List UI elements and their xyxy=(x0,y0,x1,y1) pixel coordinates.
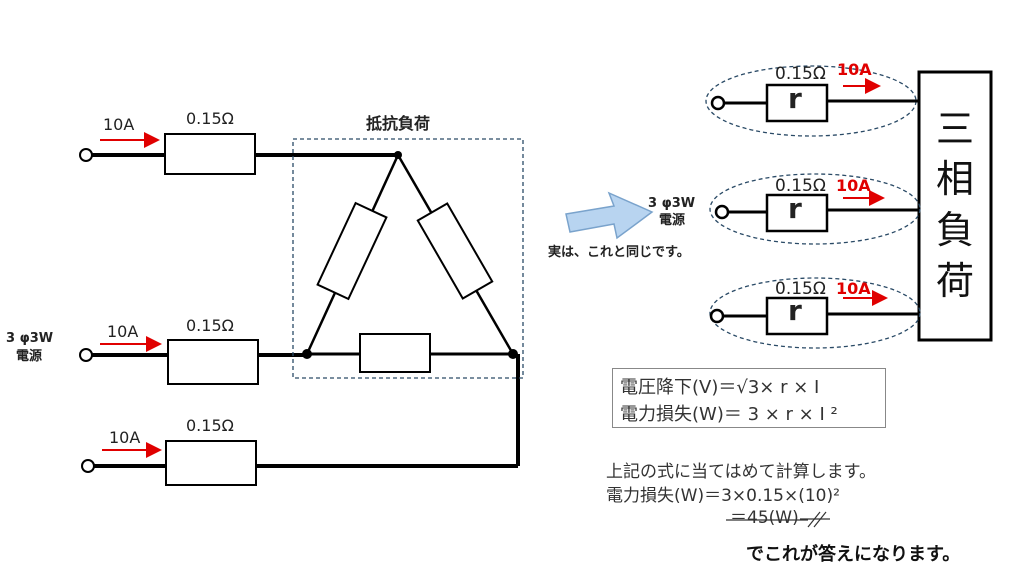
line-resistor-3 xyxy=(165,440,257,486)
delta-resistor-bottom xyxy=(359,333,431,373)
line-resistor-2 xyxy=(167,339,259,385)
resistor-symbol-3: r xyxy=(788,294,802,327)
formula-box xyxy=(612,368,886,428)
terminal-3 xyxy=(81,459,95,473)
resistance-label-3: 0.15Ω xyxy=(186,416,234,435)
right-resistance-label-3: 0.15Ω xyxy=(775,279,826,299)
phase-resistor-1 xyxy=(765,83,829,123)
resistor-symbol-1: r xyxy=(788,82,802,115)
terminal-2 xyxy=(79,348,93,362)
line-resistor-1 xyxy=(164,133,256,175)
terminal-1 xyxy=(79,148,93,162)
load-label: 抵抗負荷 xyxy=(366,114,431,133)
load-dashed-box xyxy=(292,138,524,379)
resistance-label-1: 0.15Ω xyxy=(186,109,234,128)
source-label-right-line2: 電源 xyxy=(659,213,686,228)
right-current-label-2: 10A xyxy=(836,176,871,195)
source-label-right-line1: 3 φ3W xyxy=(648,196,696,211)
load-char-4: 荷 xyxy=(936,259,975,303)
voltage-drop-formula: 電圧降下(V)＝√3× r × I xyxy=(620,377,820,398)
phase-ellipse-2 xyxy=(709,173,921,245)
calc-conclusion: でこれが答えになります。 xyxy=(746,544,961,565)
calc-intro: 上記の式に当てはめて計算します。 xyxy=(606,462,876,482)
right-current-label-3: 10A xyxy=(836,279,871,298)
source-label-left-line2: 電源 xyxy=(16,349,43,364)
right-current-label-1: 10A xyxy=(837,60,872,79)
phase-ellipse-3 xyxy=(709,277,921,349)
load-char-3: 負 xyxy=(936,208,975,252)
resistance-label-2: 0.15Ω xyxy=(186,316,234,335)
delta-resistor-right xyxy=(416,202,494,300)
load-char-2: 相 xyxy=(936,157,975,201)
phase-resistor-2 xyxy=(765,193,829,233)
right-resistance-label-2: 0.15Ω xyxy=(775,176,826,196)
three-phase-load-box xyxy=(917,70,993,342)
delta-resistor-left xyxy=(316,201,388,301)
calc-line1: 電力損失(W)＝3×0.15×(10)² xyxy=(606,486,840,506)
hint-arrow xyxy=(565,191,654,240)
source-label-left-line1: 3 φ3W xyxy=(6,331,54,346)
resistor-symbol-2: r xyxy=(788,192,802,225)
current-label-1: 10A xyxy=(103,115,135,134)
phase-resistor-3 xyxy=(765,296,829,336)
calc-line2: ＝45(W) xyxy=(730,508,799,528)
arrow-note: 実は、これと同じです。 xyxy=(548,245,690,260)
power-loss-formula: 電力損失(W)＝ 3 × r × I ² xyxy=(620,404,838,425)
current-label-2: 10A xyxy=(107,322,139,341)
load-char-1: 三 xyxy=(936,107,975,151)
current-label-3: 10A xyxy=(109,428,141,447)
right-resistance-label-1: 0.15Ω xyxy=(775,64,826,84)
